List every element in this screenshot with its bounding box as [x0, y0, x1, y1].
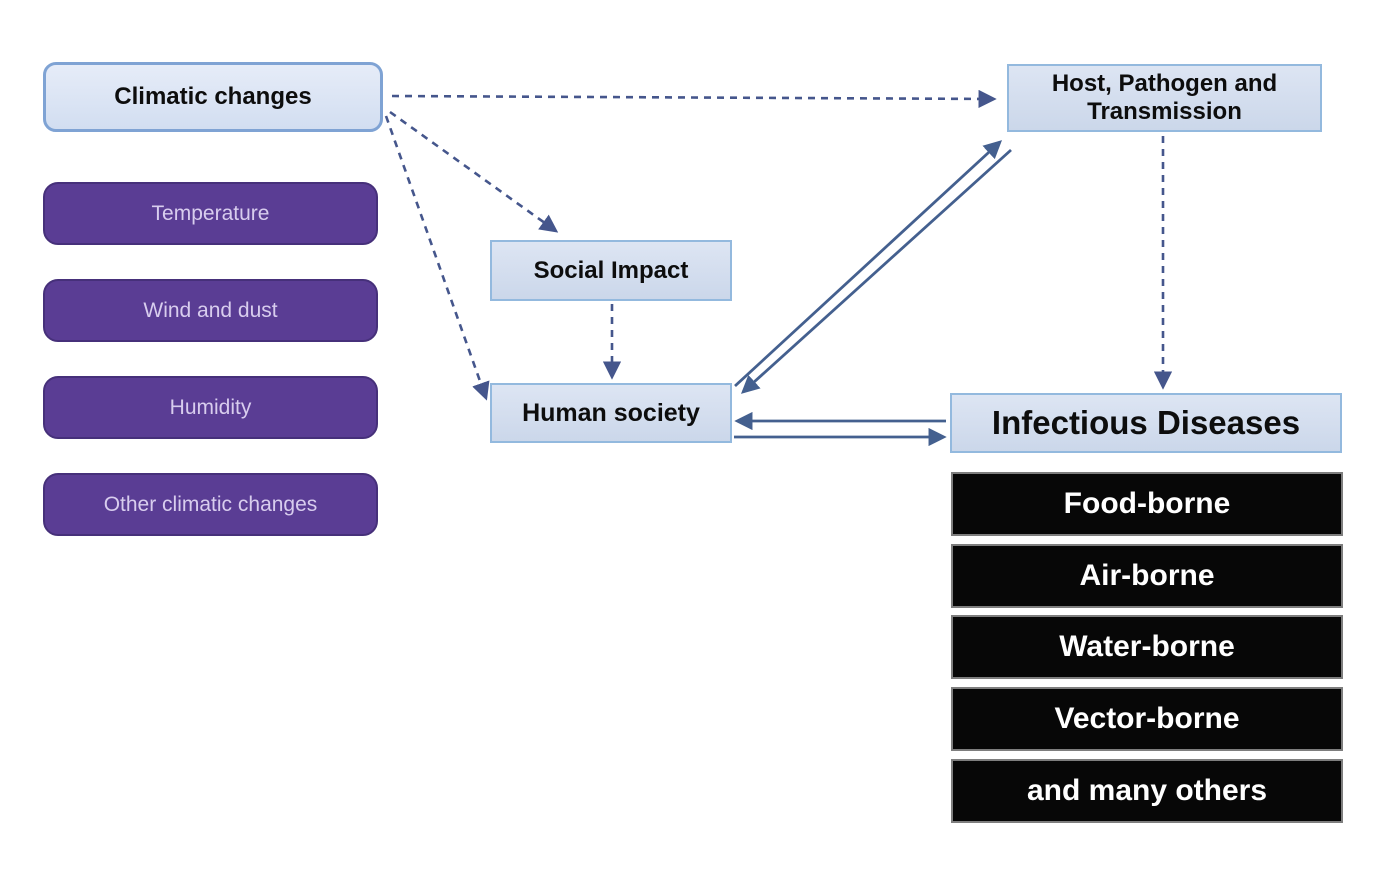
node-host-pathogen-transmission-label: Host, Pathogen and Transmission — [1051, 70, 1278, 125]
node-human-society-label: Human society — [522, 398, 700, 427]
disease-air-borne-label: Air-borne — [1079, 559, 1215, 592]
node-disease-air-borne: Air-borne — [951, 544, 1343, 608]
node-factor-humidity: Humidity — [43, 376, 378, 439]
node-disease-water-borne: Water-borne — [951, 615, 1343, 679]
factor-humidity-label: Humidity — [169, 395, 252, 419]
disease-water-borne-label: Water-borne — [1059, 630, 1235, 663]
disease-food-borne-label: Food-borne — [1063, 487, 1231, 520]
factor-other-climatic-changes-label: Other climatic changes — [103, 492, 318, 516]
node-host-pathogen-transmission: Host, Pathogen and Transmission — [1007, 64, 1322, 132]
node-factor-other-climatic-changes: Other climatic changes — [43, 473, 378, 536]
edge-climatic-to-social-dashed-arrow — [389, 110, 559, 233]
edge-climatic-to-host-dashed-arrow — [391, 89, 997, 109]
node-infectious-diseases: Infectious Diseases — [950, 393, 1342, 453]
node-factor-wind-and-dust: Wind and dust — [43, 279, 378, 342]
node-infectious-diseases-label: Infectious Diseases — [991, 404, 1301, 441]
node-social-impact: Social Impact — [490, 240, 732, 301]
node-climatic-changes: Climatic changes — [43, 62, 383, 132]
node-disease-and-many-others: and many others — [951, 759, 1343, 823]
node-factor-temperature: Temperature — [43, 182, 378, 245]
node-social-impact-label: Social Impact — [533, 256, 689, 284]
factor-wind-and-dust-label: Wind and dust — [143, 298, 278, 322]
disease-vector-borne-label: Vector-borne — [1054, 702, 1240, 735]
node-disease-food-borne: Food-borne — [951, 472, 1343, 536]
node-climatic-changes-label: Climatic changes — [114, 83, 312, 110]
node-human-society: Human society — [490, 383, 732, 443]
factor-temperature-label: Temperature — [151, 201, 270, 225]
edge-human-to-host-solid-arrow — [734, 140, 1003, 388]
disease-and-many-others-label: and many others — [1026, 774, 1268, 807]
node-disease-vector-borne: Vector-borne — [951, 687, 1343, 751]
edge-climatic-to-human-dashed-arrow — [384, 115, 490, 401]
edge-host-to-human-solid-arrow — [740, 148, 1012, 394]
